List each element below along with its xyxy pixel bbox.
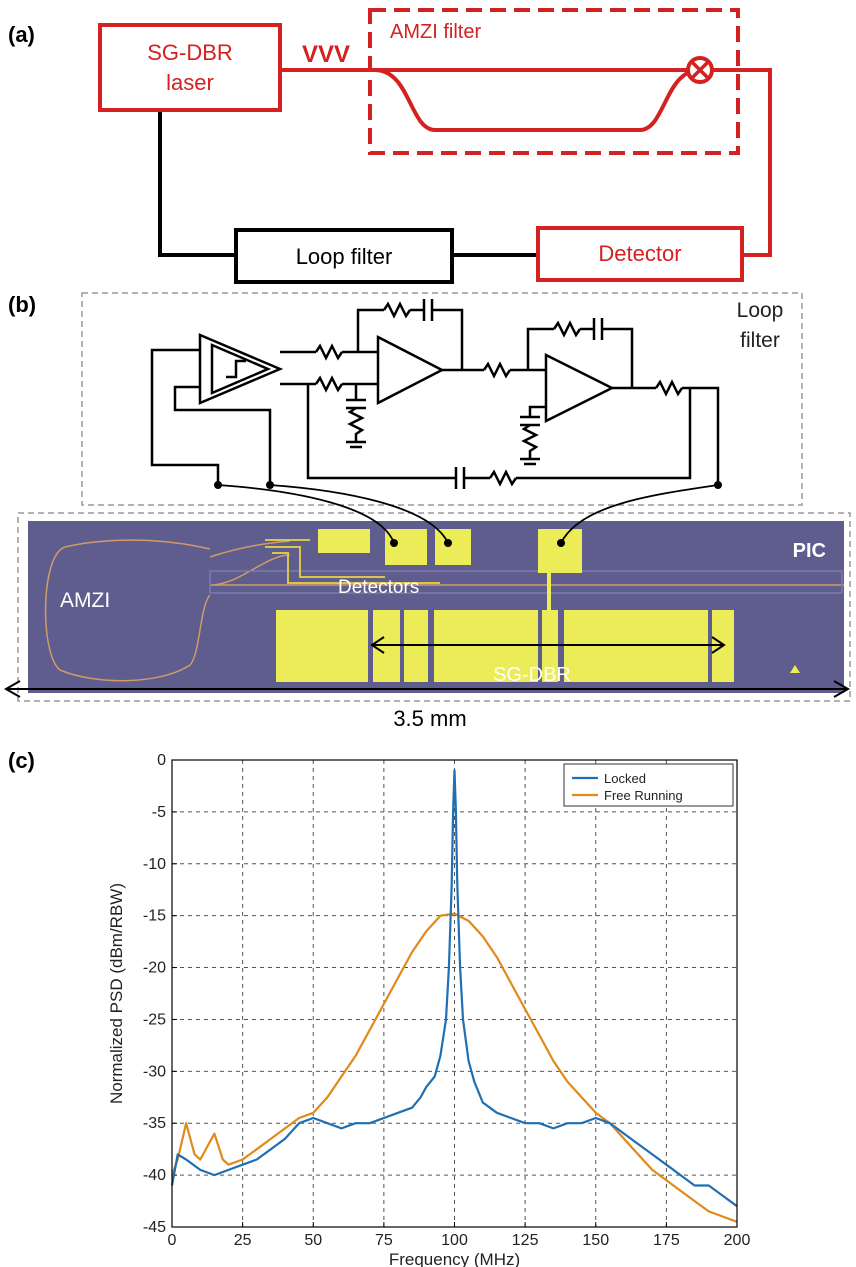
laser-pad: [538, 529, 582, 573]
detector-pad-2: [435, 529, 471, 565]
loop-filter-schematic: [150, 299, 720, 489]
series-line-free-running: [170, 912, 738, 1223]
pic-diagram: Loop filter: [3, 292, 851, 731]
detector-pad-1: [385, 529, 427, 565]
loop-filter-box: [234, 228, 454, 284]
amzi-filter-box: [368, 8, 740, 155]
amzi-lower-arm: [374, 68, 701, 132]
x-tick-label: 150: [582, 1232, 609, 1249]
chart-grid: [171, 759, 738, 1228]
x-tick-label: 100: [441, 1232, 468, 1249]
plot-frame: [171, 759, 738, 1228]
x-tick-label: 50: [304, 1232, 322, 1249]
scale-label: 3.5 mm: [393, 706, 466, 731]
y-tick-label: -40: [143, 1167, 166, 1184]
x-tick-label: 75: [375, 1232, 393, 1249]
loop-filter-label-1: Loop: [737, 299, 784, 322]
sgdbr-label: SG-DBR: [493, 664, 571, 686]
detector-label: Detector: [598, 241, 681, 266]
y-tick-label: -15: [143, 908, 166, 925]
y-tick-label: -10: [143, 856, 166, 873]
laser-label-2: laser: [166, 70, 214, 95]
y-tick-label: -30: [143, 1063, 166, 1080]
laser-waveguide: [209, 570, 843, 594]
legend-box: [563, 763, 734, 807]
x-tick-label: 175: [653, 1232, 680, 1249]
x-tick-label: 0: [168, 1232, 177, 1249]
optical-output-wave: VVV: [302, 41, 350, 68]
chart-ticks: 0 25 50 75 100 125 150 175 200 0 -5 -10 -15 -20 -25 -30…: [143, 752, 751, 1249]
amzi-filter-label: AMZI filter: [390, 21, 481, 43]
y-tick-label: -20: [143, 960, 166, 977]
chart-lines: [170, 769, 738, 1223]
y-tick-label: -35: [143, 1115, 166, 1132]
laser-label-1: SG-DBR: [147, 40, 233, 65]
detector-box: [536, 226, 744, 282]
x-tick-label: 125: [512, 1232, 539, 1249]
loop-filter-label-2: filter: [740, 329, 780, 352]
x-tick-label: 200: [724, 1232, 751, 1249]
x-tick-label: 25: [234, 1232, 252, 1249]
loop-filter-label: Loop filter: [296, 244, 393, 269]
y-tick-label: 0: [157, 752, 166, 769]
y-tick-label: -45: [143, 1219, 166, 1236]
amzi-label: AMZI: [60, 589, 110, 612]
sgdbr-section: [276, 610, 368, 682]
legend-label: Free Running: [604, 788, 683, 803]
laser-box: [98, 23, 282, 112]
system-diagram: SG-DBR laser VVV AMZI filter Loop filter…: [98, 8, 772, 284]
pad: [318, 529, 370, 553]
y-tick-label: -25: [143, 1011, 166, 1028]
feedback-wire-laser: [158, 110, 236, 257]
panel-c-label: (c): [8, 748, 35, 773]
detector-wire: [712, 68, 772, 257]
detectors-label: Detectors: [338, 577, 419, 598]
x-axis-label: Frequency (MHz): [389, 1250, 520, 1267]
y-tick-label: -5: [152, 804, 166, 821]
scale-arrow: [3, 680, 851, 698]
pic-label: PIC: [793, 540, 826, 562]
series-line-locked: [170, 769, 738, 1208]
psd-chart: 0 25 50 75 100 125 150 175 200 0 -5 -10 -15 -20 -25 -30…: [107, 752, 751, 1267]
amzi-waveguide: [44, 539, 211, 682]
sgdbr-length-arrow: [370, 636, 726, 654]
legend-label: Locked: [604, 771, 646, 786]
panel-a-label: (a): [8, 22, 35, 47]
y-axis-label: Normalized PSD (dBm/RBW): [107, 883, 126, 1104]
panel-b-label: (b): [8, 292, 37, 317]
loop-filter-region: [81, 292, 803, 506]
pic-region: [17, 512, 851, 702]
